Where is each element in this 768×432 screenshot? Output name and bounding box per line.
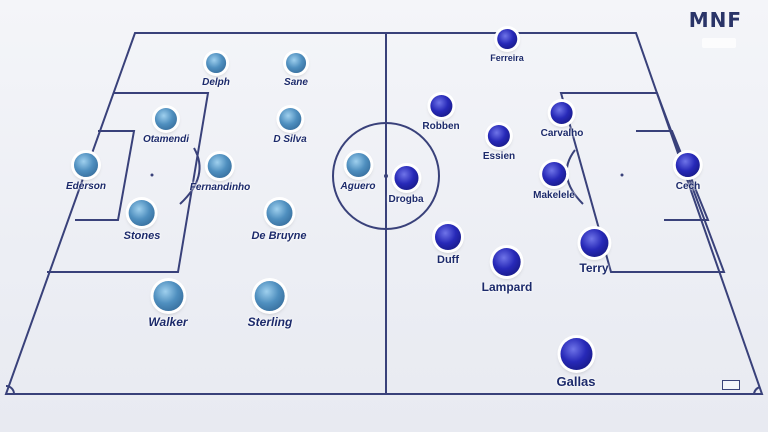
player-d-silva: D Silva [273,108,307,145]
player-disc [497,29,517,49]
centre-spot [384,174,388,178]
player-name: Delph [202,77,230,88]
player-disc [435,224,461,250]
player-ferreira: Ferreira [490,29,524,63]
player-disc [286,53,306,73]
player-duff: Duff [435,224,461,266]
right-penalty-arc [565,149,584,205]
player-name: Robben [422,121,460,132]
player-walker: Walker [148,281,188,329]
player-disc [488,125,510,147]
player-disc [208,154,232,178]
player-disc [206,53,226,73]
player-name: Sterling [247,315,293,329]
right-corner-arc [753,386,761,395]
player-disc [155,108,177,130]
left-six-yard-box [75,130,136,221]
player-name: Fernandinho [189,182,251,193]
player-disc [152,281,183,311]
player-name: Lampard [481,280,533,294]
player-sane: Sane [284,53,308,88]
player-name: Ferreira [490,53,524,63]
player-disc [493,248,521,276]
player-name: Gallas [556,374,596,389]
player-terry: Terry [579,229,609,275]
player-disc [579,229,608,257]
player-name: Walker [148,315,188,329]
left-penalty-arc [179,147,201,205]
player-delph: Delph [202,53,230,88]
player-name: Sane [284,77,308,88]
player-name: Terry [579,261,609,275]
player-fernandinho: Fernandinho [189,154,251,193]
player-cech: Cech [676,153,700,192]
centre-circle [332,122,440,230]
player-disc [254,281,285,311]
player-essien: Essien [483,125,515,162]
player-disc [560,338,592,370]
player-disc [346,153,370,177]
player-disc [541,162,566,186]
player-gallas: Gallas [556,338,596,389]
player-name: Cech [675,181,701,192]
pitch-outline [4,32,764,395]
player-aguero: Aguero [341,153,376,192]
player-otamendi: Otamendi [143,108,189,145]
player-name: Aguero [340,181,376,192]
player-disc [550,102,573,124]
left-corner-arc [5,385,15,395]
player-disc [73,153,98,177]
player-drogba: Drogba [389,166,424,205]
player-disc [394,166,418,190]
player-name: D Silva [273,134,307,145]
right-penalty-spot [620,173,624,177]
player-name: Essien [482,151,516,162]
player-carvalho: Carvalho [540,102,584,139]
player-name: De Bruyne [251,230,307,242]
player-disc [266,200,292,226]
player-name: Makelele [533,190,575,201]
player-sterling: Sterling [247,281,293,329]
player-name: Ederson [65,181,107,192]
player-robben: Robben [422,95,460,132]
left-penalty-spot [150,173,154,177]
player-disc [129,200,155,226]
player-disc [675,153,700,177]
player-stones: Stones [123,200,161,242]
player-name: Stones [123,230,161,242]
logo-badge [702,38,736,48]
player-name: Carvalho [540,128,584,139]
left-penalty-box [47,92,210,273]
corner-indicator [722,380,740,390]
player-ederson: Ederson [66,153,106,192]
player-makelele: Makelele [533,162,575,201]
player-name: Otamendi [142,134,190,145]
player-de-bruyne: De Bruyne [251,200,307,242]
player-name: Duff [437,254,459,266]
player-lampard: Lampard [481,248,533,294]
player-disc [430,95,452,117]
player-name: Drogba [388,194,424,205]
player-disc [278,108,301,130]
mnf-logo: MNF [688,8,742,32]
right-penalty-box [559,92,726,273]
